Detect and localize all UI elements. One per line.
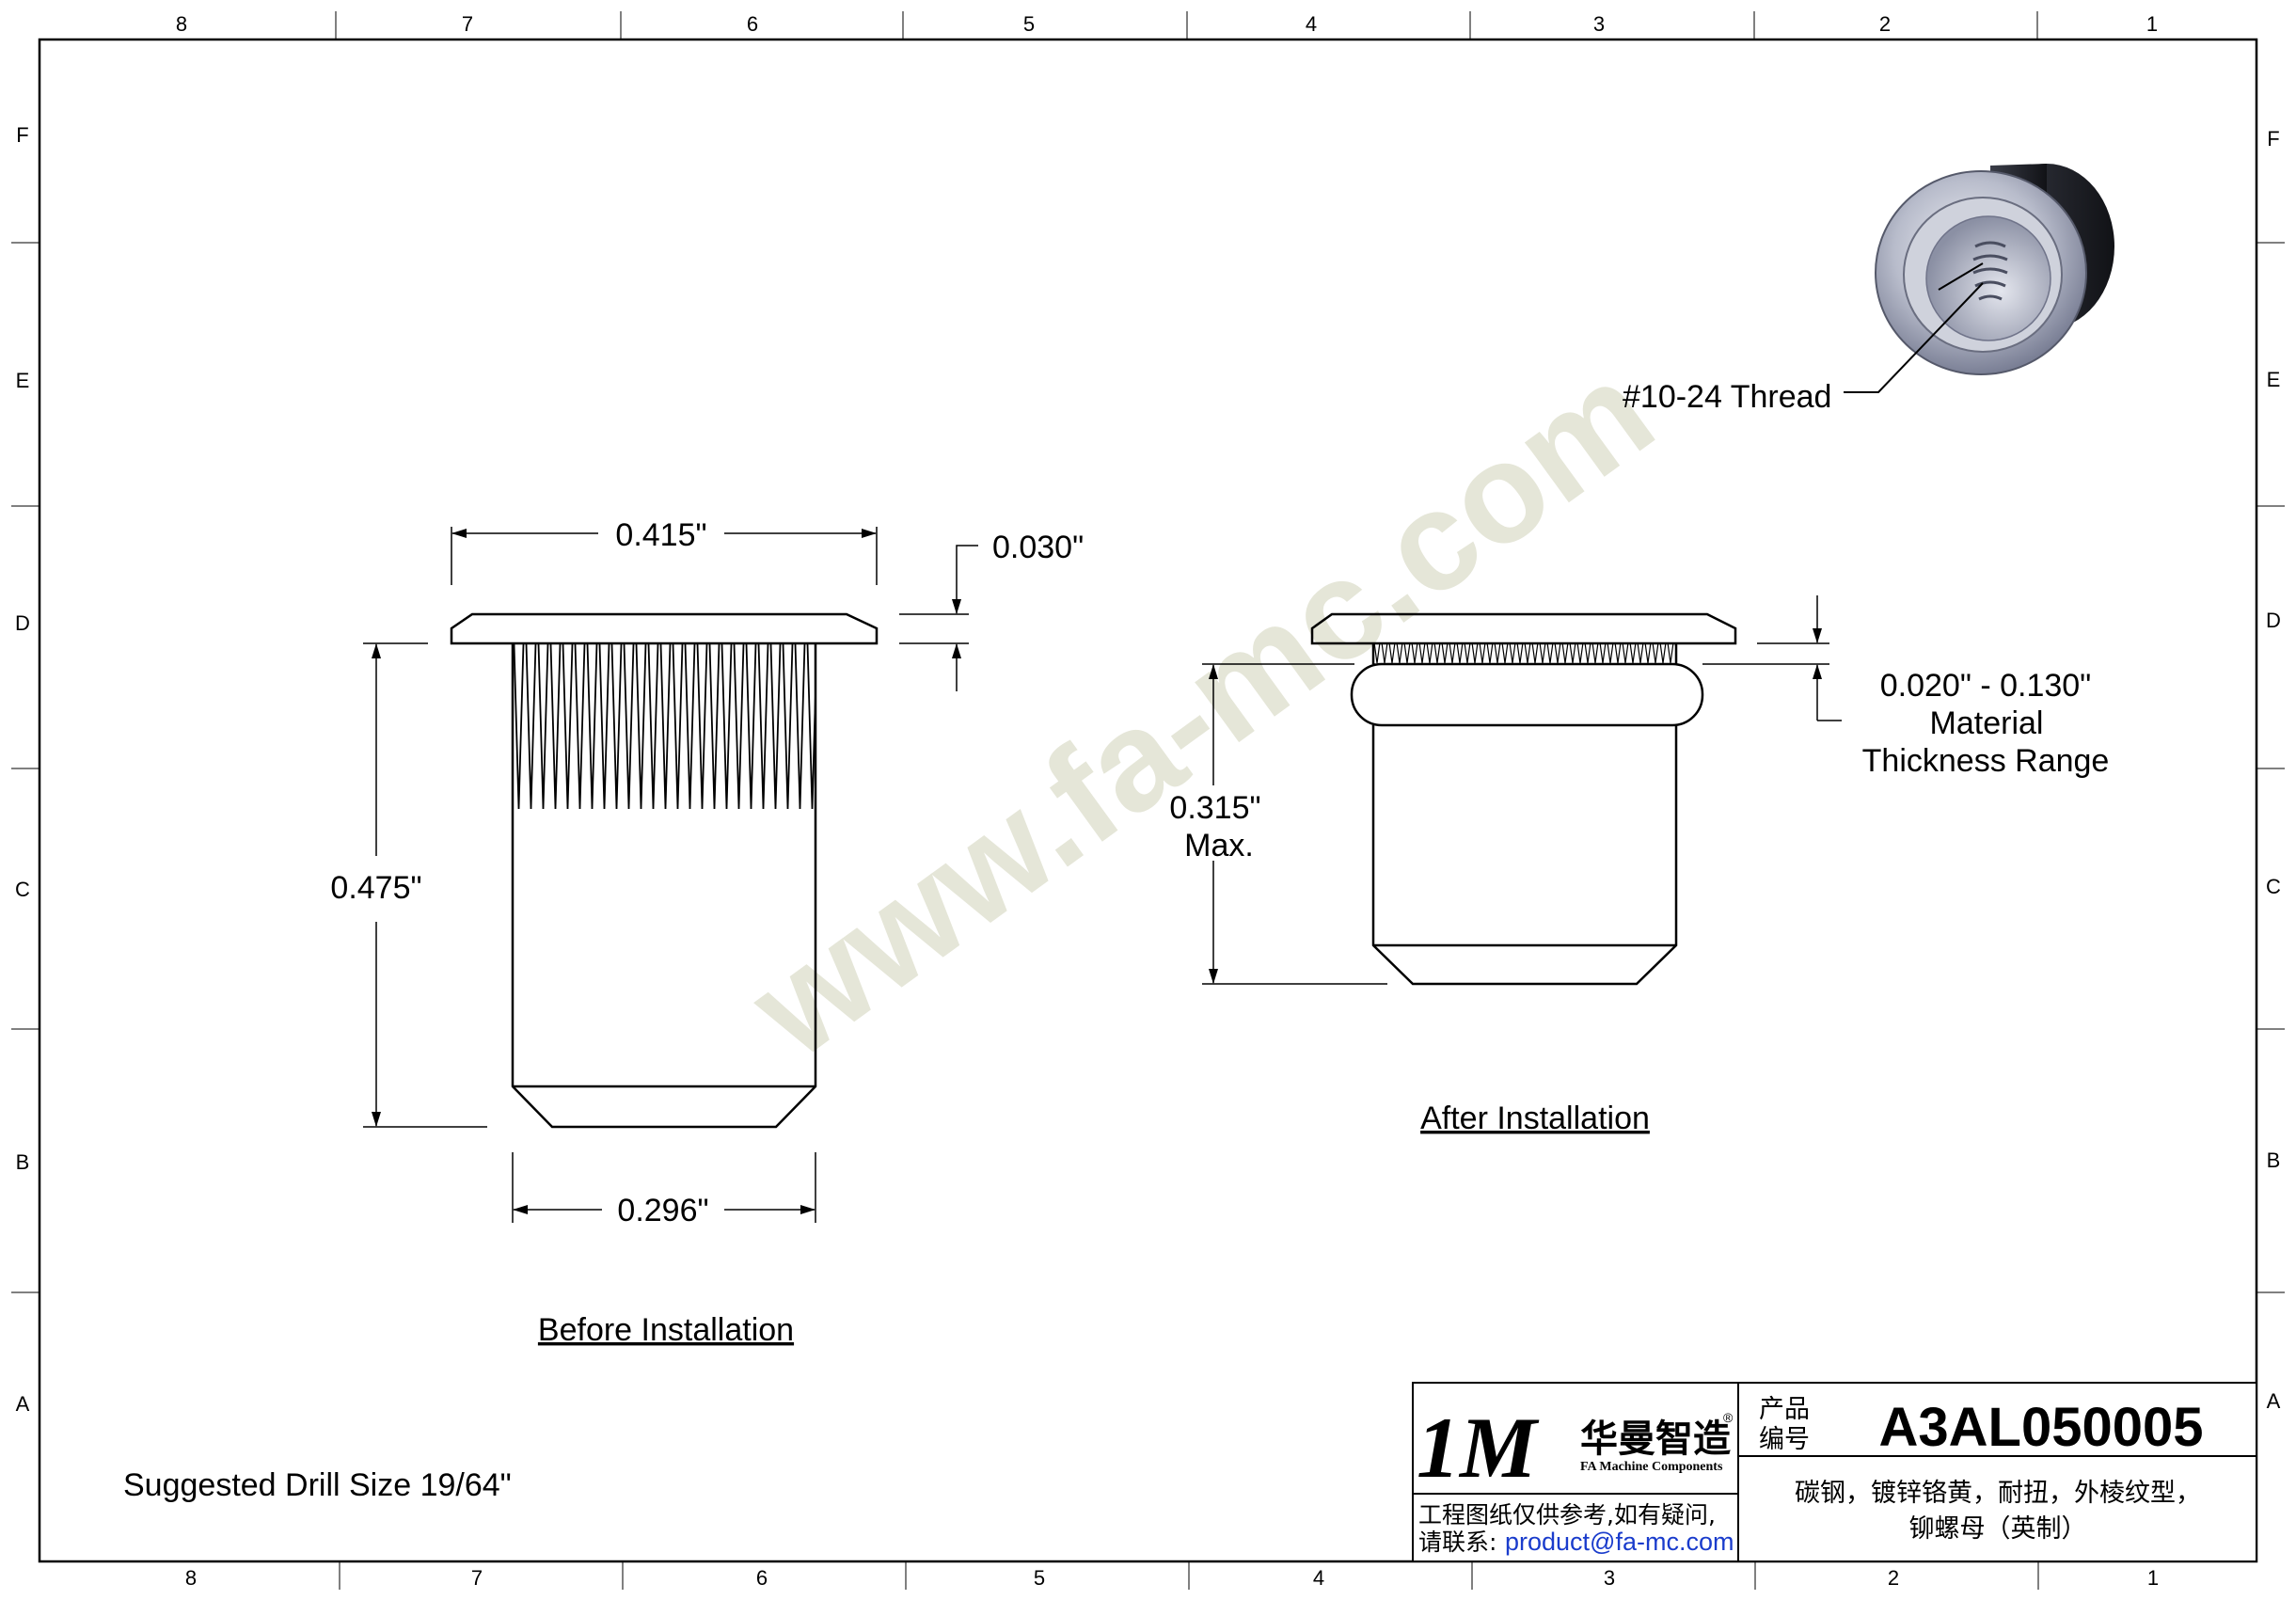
zone-number: 7	[471, 1566, 483, 1590]
dim-grip-range	[1702, 595, 1842, 721]
grip-range-value: 0.020" - 0.130"	[1880, 668, 2092, 704]
zone-letter: F	[2267, 127, 2279, 150]
contact-label: 请联系:	[1418, 1529, 1496, 1556]
after-installation-caption: After Installation	[1420, 1101, 1650, 1136]
zone-letter: E	[16, 369, 30, 392]
part-description-1: 碳钢，镀锌铬黄，耐扭，外棱纹型，	[1795, 1479, 2201, 1508]
zone-number: 8	[185, 1566, 197, 1590]
reference-note: 工程图纸仅供参考,如有疑问,	[1418, 1501, 1716, 1529]
zone-number: 3	[1593, 12, 1605, 36]
zone-letter: B	[2267, 1149, 2281, 1172]
company-logo: 1M 华曼智造 ® FA Machine Components	[1417, 1400, 1734, 1496]
part-number: A3AL050005	[1879, 1397, 2204, 1458]
zone-number: 2	[1879, 12, 1891, 36]
contact-email-link[interactable]: product@fa-mc.com	[1505, 1528, 1734, 1556]
zone-number: 6	[747, 12, 758, 36]
after-installation-view	[1310, 612, 1737, 986]
zone-number: 4	[1313, 1566, 1324, 1590]
before-installation-view	[450, 612, 879, 1129]
grip-range-label-2: Thickness Range	[1862, 743, 2110, 779]
zone-letter: E	[2267, 368, 2281, 391]
dim-overall-length-value: 0.475"	[330, 870, 421, 906]
zone-number: 6	[756, 1566, 768, 1590]
thread-callout: #10-24 Thread	[1623, 379, 1831, 415]
zone-letter: B	[16, 1150, 30, 1174]
drawing-border	[11, 11, 2285, 1590]
zone-number: 8	[176, 12, 187, 36]
zone-number: 2	[1888, 1566, 1899, 1590]
before-installation-caption: Before Installation	[538, 1312, 794, 1348]
zone-letter: D	[2266, 609, 2281, 632]
logo-company-cn: 华曼智造	[1580, 1418, 1731, 1461]
dim-head-diameter	[451, 527, 878, 585]
dim-installed-length	[1202, 663, 1387, 985]
dim-overall-length	[363, 642, 487, 1128]
zone-letter: A	[2267, 1389, 2281, 1413]
logo-company-en: FA Machine Components	[1580, 1460, 1723, 1474]
zone-letter: D	[15, 611, 30, 635]
logo-mark: 1M	[1417, 1400, 1540, 1496]
zone-number: 7	[462, 12, 473, 36]
zone-letters-left: F E D C B A	[15, 123, 30, 1416]
title-block	[1412, 1382, 2257, 1562]
dim-body-diameter	[512, 1152, 816, 1223]
logo-registered: ®	[1723, 1410, 1734, 1425]
zone-number: 5	[1034, 1566, 1045, 1590]
dim-head-diameter-value: 0.415"	[615, 517, 706, 553]
rivet-nut-3d-view	[1844, 164, 2114, 393]
zone-numbers-bottom: 8 7 6 5 4 3 2 1	[185, 1566, 2159, 1590]
thread-icon	[1972, 241, 2008, 301]
dim-head-thickness	[899, 545, 978, 691]
zone-letter: C	[2266, 875, 2281, 898]
zone-number: 1	[2147, 1566, 2159, 1590]
zone-number: 3	[1604, 1566, 1615, 1590]
zone-number: 5	[1023, 12, 1035, 36]
dim-installed-length-value: 0.315"	[1169, 790, 1260, 826]
dim-body-diameter-value: 0.296"	[617, 1193, 708, 1228]
grip-range-label-1: Material	[1930, 705, 2044, 741]
zone-number: 1	[2146, 12, 2158, 36]
zone-letters-right: F E D C B A	[2266, 127, 2281, 1413]
zone-letter: F	[16, 123, 28, 147]
zone-letter: C	[15, 878, 30, 901]
zone-letter: A	[16, 1392, 30, 1416]
part-number-label-2: 编号	[1759, 1425, 1810, 1454]
part-number-label-1: 产品	[1759, 1395, 1810, 1424]
zone-numbers-top: 8 7 6 5 4 3 2 1	[176, 12, 2158, 36]
zone-number: 4	[1306, 12, 1317, 36]
part-description-2: 铆螺母（英制）	[1909, 1514, 2087, 1544]
dim-head-thickness-value: 0.030"	[992, 530, 1084, 565]
drill-size-note: Suggested Drill Size 19/64"	[123, 1467, 512, 1503]
dim-installed-length-max: Max.	[1184, 828, 1254, 863]
